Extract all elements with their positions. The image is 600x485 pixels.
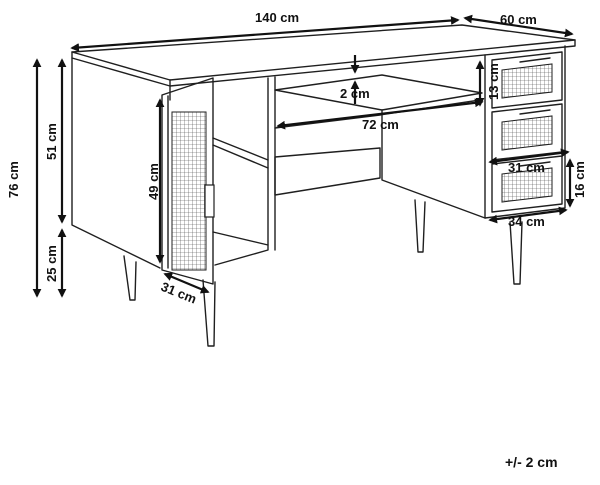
drawer-front-width-label: 31 cm — [508, 160, 545, 175]
drawer-depth-label: 34 cm — [508, 214, 545, 229]
inner-width-label: 72 cm — [362, 117, 399, 132]
drawer-front-height-label: 16 cm — [572, 161, 587, 198]
door-width-label: 31 cm — [159, 279, 199, 307]
width-label: 140 cm — [255, 10, 299, 25]
door-handle — [204, 184, 215, 218]
drawer-top — [491, 51, 563, 109]
drawer-height-label: 13 cm — [486, 63, 501, 100]
door-rattan-panel — [171, 111, 207, 271]
desk-legs — [123, 199, 523, 347]
cabinet-door — [161, 77, 215, 285]
door-height-label: 49 cm — [146, 163, 161, 200]
leg-height-label: 25 cm — [44, 245, 59, 282]
total-height-label: 76 cm — [6, 161, 21, 198]
middle-section — [274, 74, 483, 196]
dimension-lines — [32, 14, 575, 298]
tolerance-note: +/- 2 cm — [505, 454, 558, 470]
side-height-label: 51 cm — [44, 123, 59, 160]
depth-label: 60 cm — [500, 12, 537, 27]
drawer-unit — [381, 45, 566, 219]
dimension-labels: 140 cm 60 cm 2 cm 13 cm 72 cm 49 cm 76 c… — [6, 10, 587, 470]
top-gap-label: 2 cm — [340, 86, 370, 101]
